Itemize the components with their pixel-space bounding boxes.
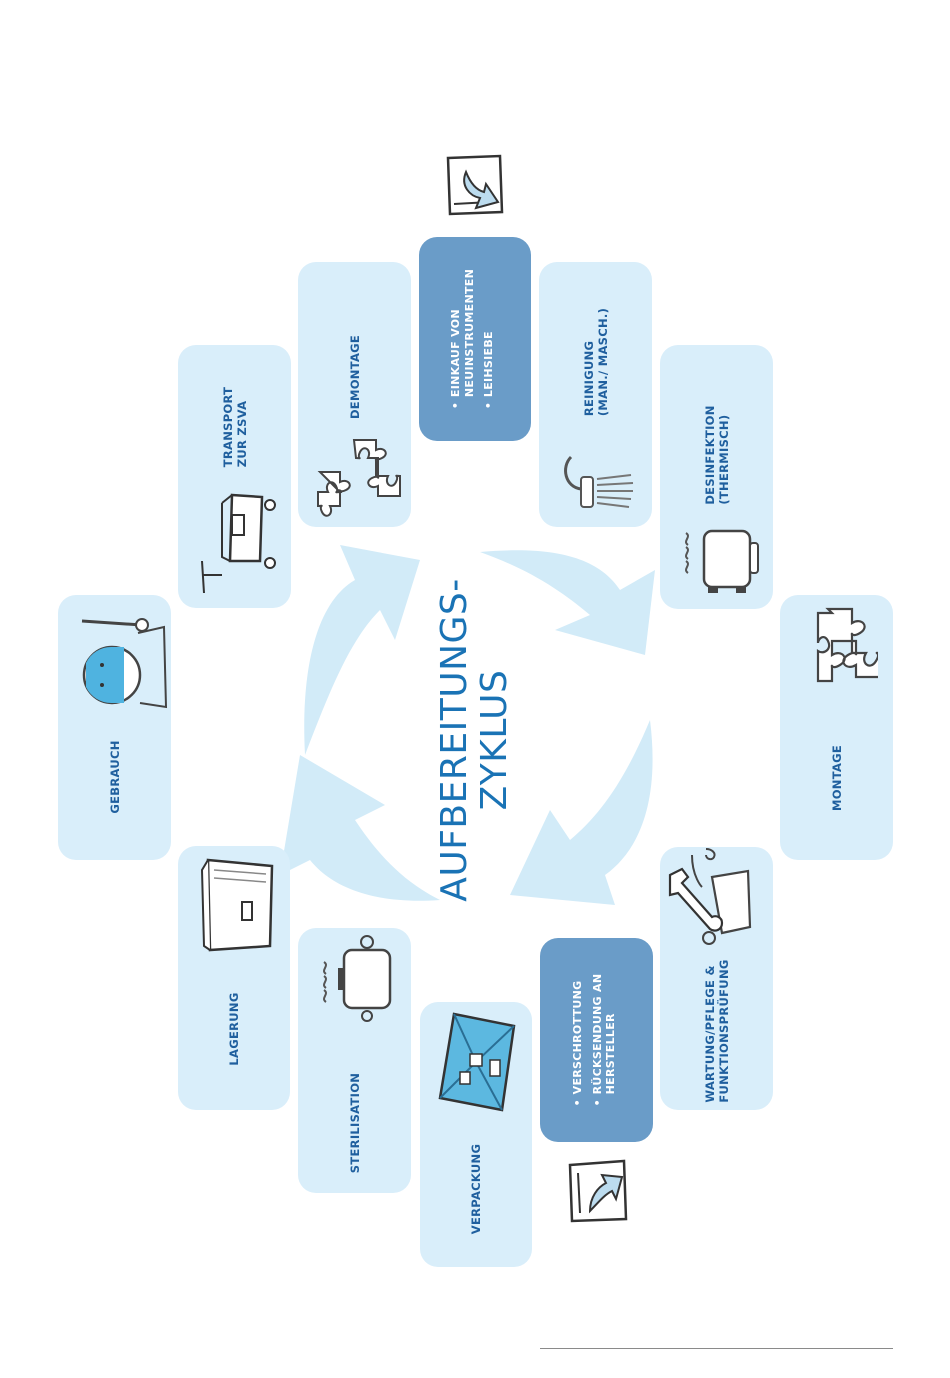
- step-sterilisation-label-1: STERILISATION: [348, 1073, 362, 1173]
- step-verpackung-label-1: VERPACKUNG: [469, 1144, 483, 1234]
- footer-rule: [540, 1348, 893, 1349]
- step-verpackung-text: VERPACKUNG: [469, 1144, 483, 1234]
- arrow-out-box-icon: [562, 1153, 634, 1227]
- step-desinfektion-card: DESINFEKTION (THERMISCH): [660, 345, 773, 609]
- step-wartung-text: WARTUNG/PFLEGE & FUNKTIONSPRÜFUNG: [703, 959, 731, 1102]
- puzzle-pieces-icon: [310, 432, 404, 522]
- step-lagerung-label-1: LAGERUNG: [227, 992, 241, 1065]
- cycle-arrow-1: [304, 545, 420, 755]
- step-desinfektion-label-1: DESINFEKTION: [703, 405, 717, 504]
- step-reinigung-label-2: (MAN./ MASCH.): [596, 308, 610, 416]
- cycle-title-line-2: ZYKLUS: [475, 578, 515, 902]
- transport-cart-icon: [192, 485, 284, 603]
- puzzle-piece-icon: [798, 603, 878, 699]
- step-reinigung-card: REINIGUNG (MAN./ MASCH.): [539, 262, 652, 527]
- step-lagerung-text: LAGERUNG: [227, 992, 241, 1065]
- step-demontage-card: DEMONTAGE: [298, 262, 411, 527]
- step-gebrauch-card: GEBRAUCH: [58, 595, 171, 860]
- spray-brush-icon: [551, 447, 641, 517]
- cycle-title-line-1: AUFBEREITUNGS-: [435, 578, 475, 902]
- step-transport-label-2: ZUR ZSVA: [235, 387, 249, 468]
- step-wartung-label-2: FUNKTIONSPRÜFUNG: [717, 959, 731, 1102]
- step-demontage-label-1: DEMONTAGE: [348, 335, 362, 419]
- step-montage-card: MONTAGE: [780, 595, 893, 860]
- step-desinfektion-text: DESINFEKTION (THERMISCH): [703, 405, 731, 504]
- step-montage-label-1: MONTAGE: [830, 745, 844, 811]
- sterile-package-icon: [430, 1006, 526, 1118]
- step-wartung-label-1: WARTUNG/PFLEGE &: [703, 959, 717, 1102]
- cycle-arrow-3: [510, 720, 653, 905]
- step-verpackung-card: VERPACKUNG: [420, 1002, 532, 1267]
- step-reinigung-label-1: REINIGUNG: [582, 308, 596, 416]
- step-montage-text: MONTAGE: [830, 745, 844, 811]
- step-sterilisation-card: STERILISATION: [298, 928, 411, 1193]
- step-verschrottung-bullet-1: •VERSCHROTTUNG: [570, 974, 584, 1107]
- arrow-in-box-icon: [440, 152, 510, 228]
- cycle-title: AUFBEREITUNGS- ZYKLUS: [435, 578, 515, 902]
- step-wartung-card: WARTUNG/PFLEGE & FUNKTIONSPRÜFUNG: [660, 847, 773, 1110]
- step-einkauf-bullet-2: •LEIHSIEBE: [482, 269, 496, 409]
- step-demontage-text: DEMONTAGE: [348, 335, 362, 419]
- step-gebrauch-text: GEBRAUCH: [108, 740, 122, 813]
- step-transport-text: TRANSPORT ZUR ZSVA: [221, 387, 249, 468]
- step-transport-card: TRANSPORT ZUR ZSVA: [178, 345, 291, 608]
- step-desinfektion-label-2: (THERMISCH): [717, 405, 731, 504]
- storage-cabinet-icon: [192, 850, 282, 954]
- autoclave-icon: [316, 932, 402, 1022]
- washer-disinfector-icon: [678, 523, 764, 599]
- step-lagerung-card: LAGERUNG: [178, 846, 290, 1110]
- step-sterilisation-text: STERILISATION: [348, 1073, 362, 1173]
- surgeon-icon: [68, 603, 168, 715]
- wrench-icon: [662, 847, 762, 947]
- step-gebrauch-label-1: GEBRAUCH: [108, 740, 122, 813]
- cycle-arrow-4: [280, 755, 440, 901]
- step-reinigung-text: REINIGUNG (MAN./ MASCH.): [582, 308, 610, 416]
- step-transport-label-1: TRANSPORT: [221, 387, 235, 468]
